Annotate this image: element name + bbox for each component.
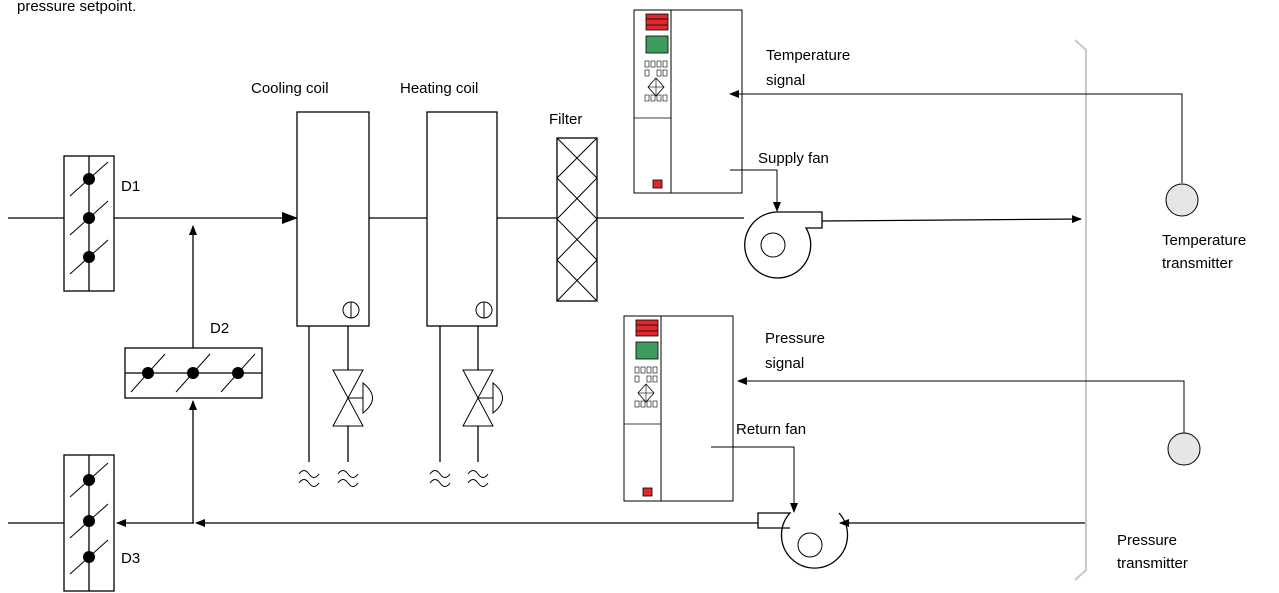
filter [556, 137, 598, 302]
cooling-valve [298, 326, 373, 487]
label-temperature-signal-1: Temperature [766, 47, 850, 64]
label-filter: Filter [549, 111, 582, 128]
label-pressure-transmitter-1: Pressure [1117, 532, 1177, 549]
temperature-signal-line [729, 90, 1183, 183]
damper-d3 [63, 454, 115, 592]
pressure-signal-line [737, 377, 1185, 433]
label-d2: D2 [210, 320, 229, 337]
label-return-fan: Return fan [736, 421, 806, 438]
heating-coil [426, 111, 498, 327]
pressure-transmitter-icon [1167, 432, 1201, 466]
heating-valve [429, 326, 503, 487]
supply-duct-lines [8, 212, 1082, 224]
label-cooling-coil: Cooling coil [251, 80, 329, 97]
label-temperature-transmitter-2: transmitter [1162, 255, 1233, 272]
temperature-transmitter-icon [1165, 183, 1199, 217]
cooling-coil [296, 111, 370, 327]
label-temperature-transmitter-1: Temperature [1162, 232, 1246, 249]
damper-d2 [124, 347, 263, 399]
damper-d1 [63, 155, 115, 292]
label-d3: D3 [121, 550, 140, 567]
label-supply-fan: Supply fan [758, 150, 829, 167]
supply-fan [744, 211, 823, 279]
label-pressure-signal-1: Pressure [765, 330, 825, 347]
return-drive-to-fan-arrow [711, 446, 798, 513]
label-heating-coil: Heating coil [400, 80, 478, 97]
return-fan [757, 512, 849, 569]
return-fan-drive [623, 315, 734, 502]
supply-drive-to-fan-arrow [730, 169, 781, 212]
label-temperature-signal-2: signal [766, 72, 805, 89]
duct-wall [1074, 39, 1087, 581]
supply-fan-drive [633, 9, 743, 194]
label-pressure-transmitter-2: transmitter [1117, 555, 1188, 572]
label-d1: D1 [121, 178, 140, 195]
label-pressure-signal-2: signal [765, 355, 804, 372]
top-caption: pressure setpoint. [17, 0, 136, 15]
